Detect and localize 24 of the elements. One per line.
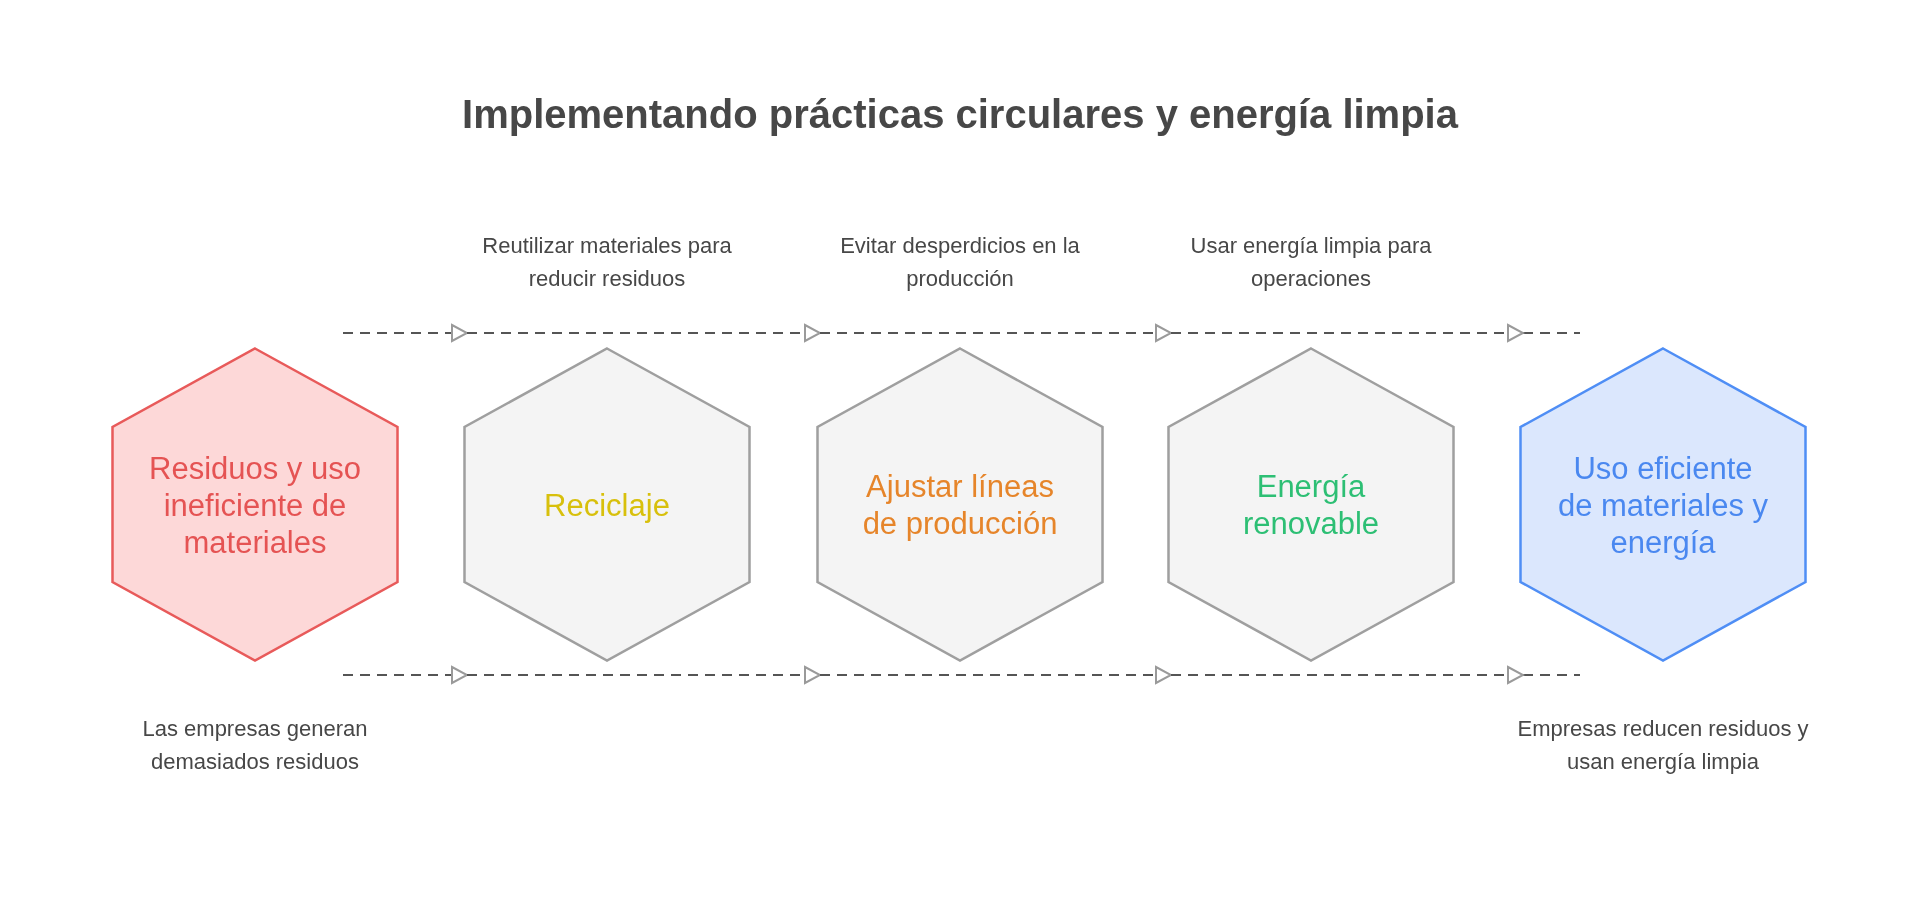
step-description: Las empresas generan demasiados residuos (141, 715, 369, 776)
hexagon-node (111, 347, 399, 662)
step-description: Empresas reducen residuos y usan energía limpia (1516, 715, 1810, 776)
dashed-arrow (820, 666, 1172, 684)
hexagon-node (1167, 347, 1455, 662)
node-label: Uso eficiente de materiales y energía (1556, 449, 1770, 560)
step-description: Usar energía limpia para operaciones (1189, 232, 1433, 293)
hexagon-node (816, 347, 1104, 662)
dashed-arrow (1171, 666, 1524, 684)
node-label: Reciclaje (543, 486, 671, 523)
dashed-arrow (343, 666, 468, 684)
dashed-arrow (343, 324, 468, 342)
node-label: Ajustar líneas de producción (861, 467, 1059, 542)
step-description: Evitar desperdicios en la producción (839, 232, 1081, 293)
diagram-title: Implementando prácticas circulares y energía limpia (462, 92, 1458, 137)
hexagon-node (1519, 347, 1807, 662)
step-description: Reutilizar materiales para reducir residuos (481, 232, 733, 293)
dashed-arrow (820, 324, 1172, 342)
node-label: Energía renovable (1241, 467, 1381, 542)
hexagon-node (463, 347, 751, 662)
node-label: Residuos y uso ineficiente de materiales (148, 449, 362, 560)
dashed-arrow (467, 666, 821, 684)
dashed-arrow (1171, 324, 1524, 342)
dashed-arrow (467, 324, 821, 342)
